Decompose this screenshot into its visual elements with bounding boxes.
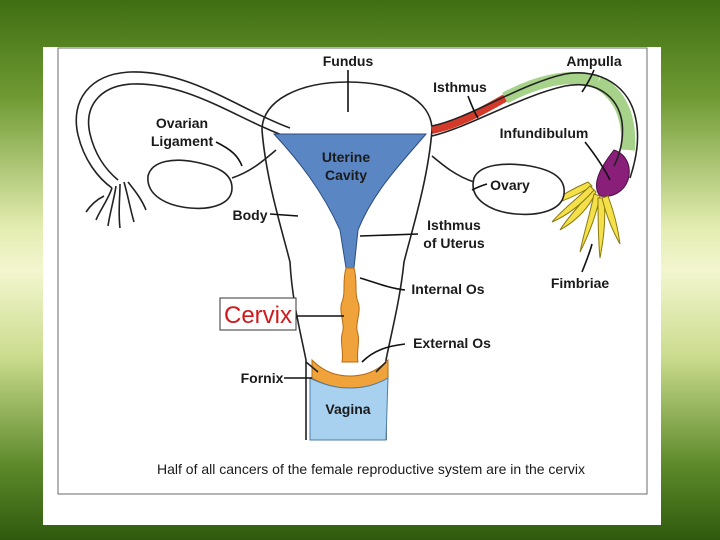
- label-fornix: Fornix: [241, 370, 284, 386]
- label-ampulla: Ampulla: [566, 53, 621, 69]
- label-uterine-cavity-2: Cavity: [325, 167, 367, 183]
- fornix-left-edge: [305, 361, 319, 373]
- left-fallopian-tube-inner: [88, 83, 291, 181]
- right-ovarian-ligament: [431, 155, 475, 183]
- label-ovary: Ovary: [490, 177, 530, 193]
- left-fallopian-tube-outer: [75, 71, 291, 189]
- label-internal-os: Internal Os: [411, 281, 484, 297]
- diagram-caption: Half of all cancers of the female reprod…: [157, 461, 585, 477]
- isthmus-of-uterus-leader: [359, 233, 419, 237]
- label-body: Body: [233, 207, 268, 223]
- label-fundus: Fundus: [323, 53, 374, 69]
- label-ovarian-ligament-2: Ligament: [151, 133, 214, 149]
- label-external-os: External Os: [413, 335, 491, 351]
- cervical-canal: [340, 267, 360, 363]
- right-tube-infundibulum: [596, 149, 630, 197]
- right-tube-inner-outline: [431, 84, 624, 167]
- label-fimbriae: Fimbriae: [551, 275, 610, 291]
- label-cervix: Cervix: [224, 302, 292, 329]
- label-uterine-cavity-1: Uterine: [322, 149, 370, 165]
- fimbriae-leader: [581, 243, 593, 273]
- external-os-leader: [361, 343, 406, 363]
- infundibulum-leader: [584, 141, 611, 181]
- left-ovarian-ligament: [231, 149, 277, 179]
- vagina-region: [309, 377, 389, 441]
- body-leader: [269, 213, 299, 217]
- right-tube-ampulla-distal: [594, 75, 636, 151]
- fornix-right-edge: [375, 361, 387, 373]
- right-ovary: [472, 163, 565, 216]
- right-tube-isthmus: [431, 94, 507, 134]
- label-isthmus: Isthmus: [433, 79, 487, 95]
- left-ovary: [147, 159, 233, 210]
- label-isthmus-of-uterus-2: of Uterus: [423, 235, 485, 251]
- isthmus-leader: [467, 95, 479, 119]
- internal-os-leader: [359, 277, 406, 291]
- label-infundibulum: Infundibulum: [500, 125, 589, 141]
- left-fimbriae: [85, 181, 147, 229]
- cervix-label-box: [219, 297, 297, 331]
- ampulla-leader: [581, 69, 595, 93]
- uterus-right-wall: [385, 129, 433, 440]
- ovary-leader: [471, 183, 488, 191]
- label-ovarian-ligament-1: Ovarian: [156, 115, 208, 131]
- ovarian-ligament-leader: [215, 141, 243, 167]
- label-vagina: Vagina: [325, 401, 370, 417]
- label-isthmus-of-uterus-1: Isthmus: [427, 217, 481, 233]
- uterus-left-wall: [261, 129, 307, 440]
